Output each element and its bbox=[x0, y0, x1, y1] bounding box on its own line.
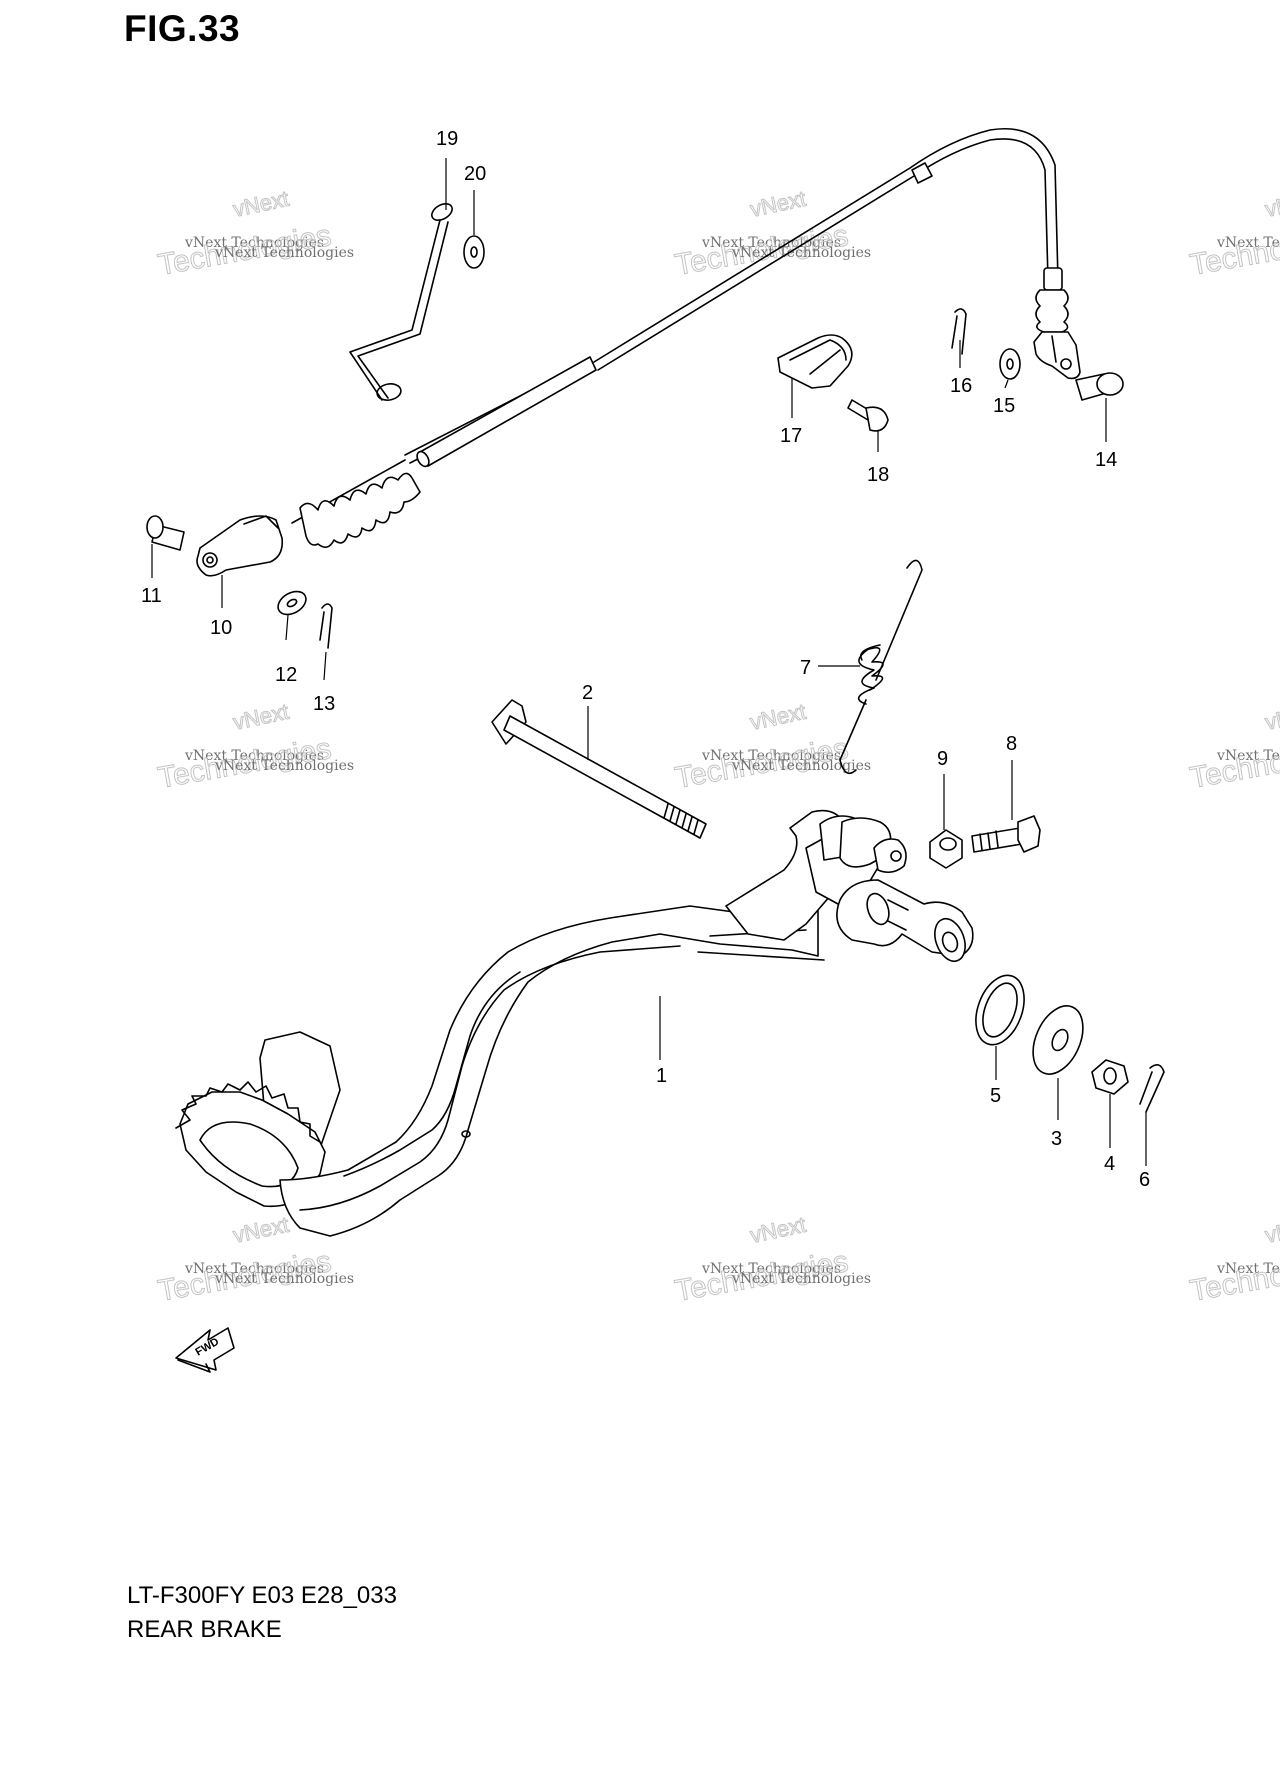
model-code: LT-F300FY E03 E28_033 bbox=[127, 1582, 397, 1609]
callout-5: 5 bbox=[990, 1085, 1001, 1107]
callout-9: 9 bbox=[937, 748, 948, 770]
watermark-text: vNext Technologies bbox=[214, 1271, 354, 1287]
watermark-text: vNext Technologies bbox=[701, 1261, 841, 1277]
watermark-vnext: vNext bbox=[748, 186, 808, 222]
part-3-washer bbox=[1032, 1005, 1084, 1075]
watermark-outline: Technologies bbox=[1187, 1245, 1280, 1308]
figure-title: FIG.33 bbox=[124, 8, 241, 49]
callout-16: 16 bbox=[950, 375, 972, 397]
watermark-vnext: vNext bbox=[231, 186, 291, 222]
callout-18: 18 bbox=[867, 464, 889, 486]
watermark-text: vNext Technologies bbox=[1216, 748, 1280, 764]
part-13-cotter-pin bbox=[319, 603, 333, 649]
part-1-brake-pedal bbox=[175, 809, 974, 1237]
part-9-collar bbox=[929, 829, 963, 869]
part-8-bolt bbox=[971, 815, 1041, 853]
callout-8: 8 bbox=[1006, 733, 1017, 755]
callout-4: 4 bbox=[1104, 1153, 1115, 1175]
part-16-cotter-pin bbox=[951, 308, 967, 355]
watermark-text: vNext Technologies bbox=[184, 1261, 324, 1277]
watermark-text: vNext Technologies bbox=[731, 758, 871, 774]
watermark-text: vNext Technologies bbox=[1216, 235, 1280, 251]
brake-cable bbox=[196, 128, 1081, 577]
watermark-text: vNext Technologies bbox=[214, 758, 354, 774]
callout-13: 13 bbox=[313, 693, 335, 715]
part-4-nut bbox=[1091, 1059, 1129, 1095]
callout-labels: 1 2 3 4 5 6 7 8 9 10 11 12 13 14 15 16 1… bbox=[141, 128, 1150, 1191]
callout-15: 15 bbox=[993, 395, 1015, 417]
part-6-cotter-pin bbox=[1139, 1064, 1165, 1113]
watermark-text: vNext Technologies bbox=[731, 245, 871, 261]
leader-lines bbox=[151, 158, 1147, 1166]
watermark-outline: Technologies bbox=[1187, 732, 1280, 795]
callout-2: 2 bbox=[582, 682, 593, 704]
fwd-arrow-icon: FWD bbox=[175, 1327, 235, 1373]
part-12-washer bbox=[277, 590, 307, 616]
part-20-washer bbox=[463, 235, 485, 269]
callout-20: 20 bbox=[464, 163, 486, 185]
part-5-seal bbox=[975, 974, 1025, 1046]
part-18-bolt bbox=[847, 399, 889, 432]
watermark-vnext: vNext bbox=[748, 699, 808, 735]
part-19-rod bbox=[349, 203, 453, 401]
callout-10: 10 bbox=[210, 617, 232, 639]
callout-6: 6 bbox=[1139, 1169, 1150, 1191]
watermark-text: vNext Technologies bbox=[701, 235, 841, 251]
callout-3: 3 bbox=[1051, 1128, 1062, 1150]
part-17-bracket bbox=[777, 334, 853, 389]
callout-7: 7 bbox=[800, 657, 811, 679]
watermark-vnext: vNext bbox=[1263, 699, 1280, 735]
callout-11: 11 bbox=[141, 585, 162, 607]
watermark-vnext: vNext bbox=[1263, 1212, 1280, 1248]
part-7-spring bbox=[839, 559, 923, 775]
watermark-text: vNext Technologies bbox=[214, 245, 354, 261]
callout-17: 17 bbox=[780, 425, 802, 447]
watermark-text: vNext Technologies bbox=[701, 748, 841, 764]
callout-1: 1 bbox=[656, 1065, 667, 1087]
watermark-text: vNext Technologies bbox=[1216, 1261, 1280, 1277]
part-15-washer bbox=[999, 348, 1021, 380]
watermark-text: vNext Technologies bbox=[184, 748, 324, 764]
part-14-pin bbox=[1075, 372, 1124, 401]
watermark-vnext: vNext bbox=[231, 1212, 291, 1248]
watermark-vnext: vNext bbox=[1263, 186, 1280, 222]
watermark-text: vNext Technologies bbox=[184, 235, 324, 251]
watermark-group: vNext vNext Technologies Technologies vN… bbox=[155, 185, 1280, 1308]
watermark-outline: Technologies bbox=[1187, 219, 1280, 282]
watermark-vnext: vNext bbox=[748, 1212, 808, 1248]
callout-19: 19 bbox=[436, 128, 458, 150]
section-name: REAR BRAKE bbox=[127, 1616, 282, 1643]
watermark-vnext: vNext bbox=[231, 699, 291, 735]
part-2-bolt bbox=[491, 699, 707, 839]
callout-12: 12 bbox=[275, 664, 297, 686]
part-11-pin bbox=[146, 515, 185, 551]
watermark-text: vNext Technologies bbox=[731, 1271, 871, 1287]
callout-14: 14 bbox=[1095, 449, 1117, 471]
